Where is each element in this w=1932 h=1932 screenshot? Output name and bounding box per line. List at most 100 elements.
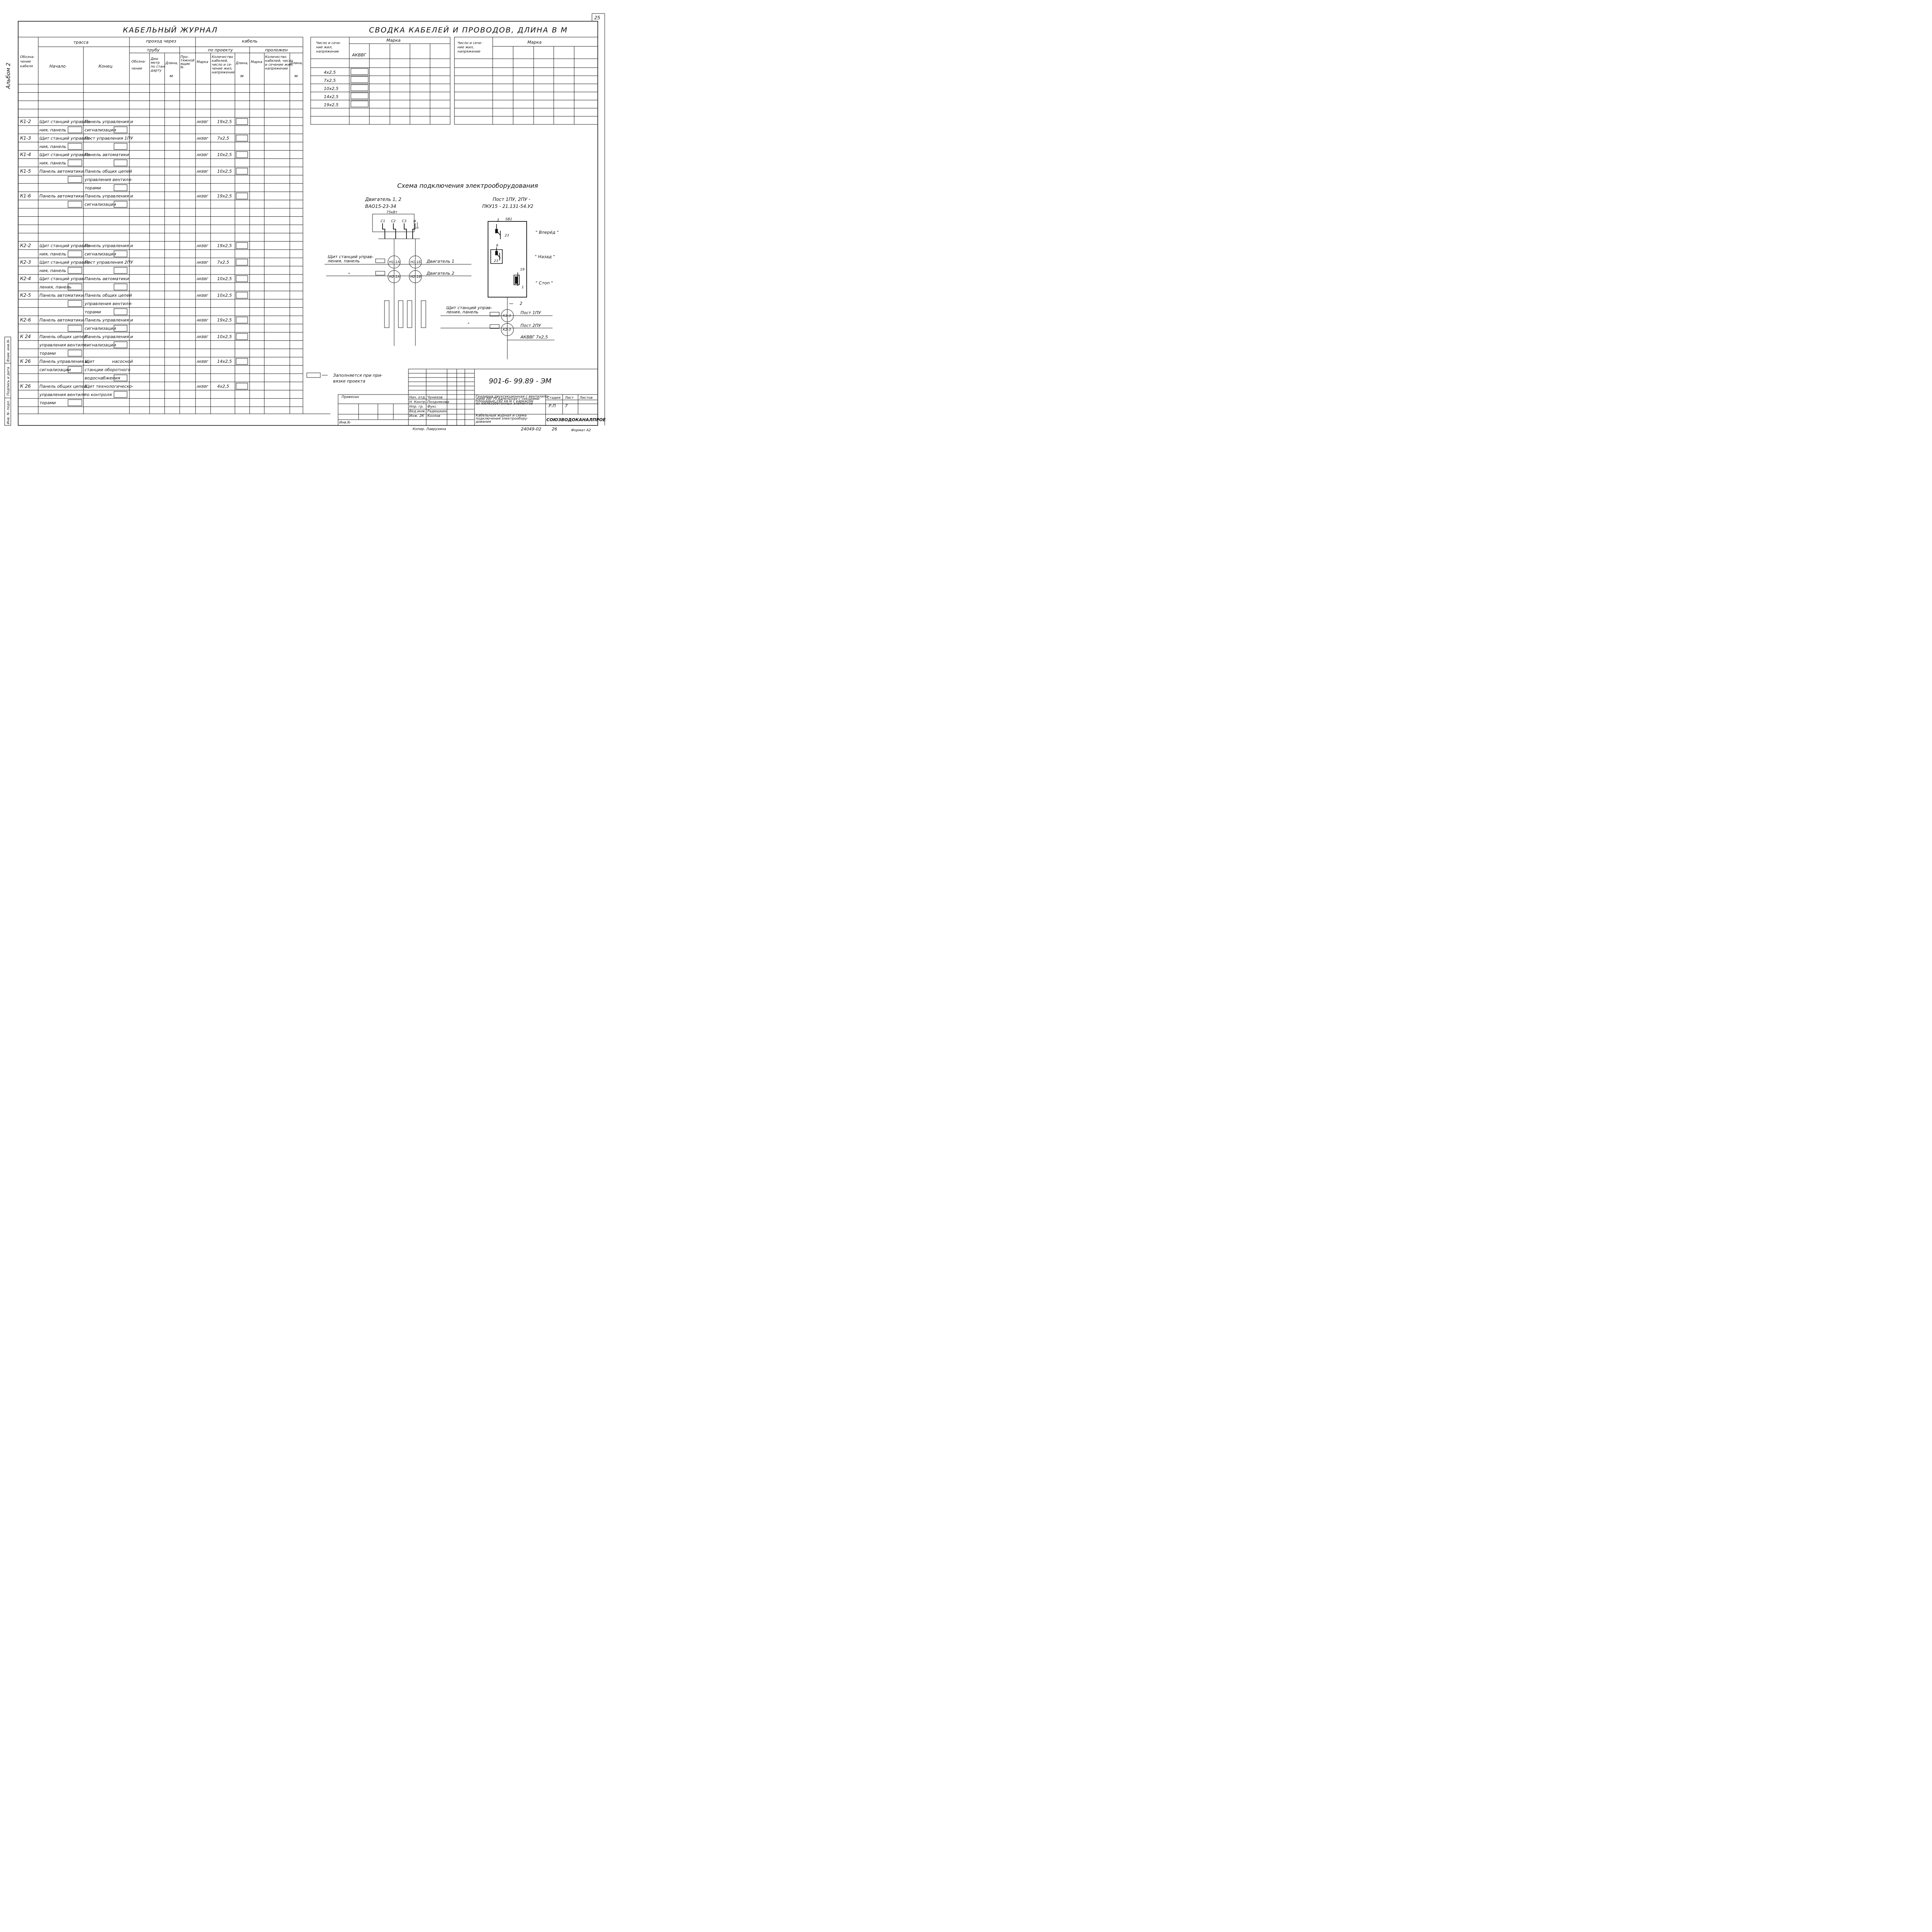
route-end-suffix: насосной <box>112 359 133 364</box>
summary-size: 7х2,5 <box>324 78 336 83</box>
route-end-line: сигнализации <box>85 326 116 331</box>
stamp-role: Нпр. гр. <box>409 405 423 409</box>
motor-terminal: N <box>413 219 416 223</box>
fill-in-box <box>114 143 128 150</box>
header-qty-project-line: Количество <box>212 55 233 59</box>
cable-id: К2-4 <box>20 276 31 281</box>
header-qty-laid-line: напряжение <box>265 67 288 71</box>
scheme-title: Схема подключения электрооборудования <box>397 182 538 189</box>
stamp-role: Инж. 2К <box>409 414 424 418</box>
post-title: Пост 1ПУ, 2ПУ - <box>493 197 530 202</box>
route-start-line: Панель автоматики <box>39 318 84 323</box>
header-length-1: Длина, <box>165 61 178 65</box>
fill-in-box <box>68 267 82 274</box>
stamp-name: Фукс <box>427 405 437 409</box>
fill-in-box <box>236 275 248 282</box>
route-start-line: Панель автоматики <box>39 293 84 298</box>
stamp-name: Позднякова <box>427 400 449 404</box>
side-sign: Подпись и дата <box>7 367 10 396</box>
route-end-line: Панель управления и <box>85 318 133 323</box>
header-length-3: Длина, <box>290 61 303 65</box>
contact-number: 1 <box>522 286 524 289</box>
sheet-title-line: дования <box>475 420 491 424</box>
motor-terminal: С1 <box>381 219 385 223</box>
header-qty-laid-line: кабелей, число <box>265 59 293 63</box>
panel-label-line: ления, панель <box>327 259 360 264</box>
project-description-line: площадью 192 кв.м с каркасом <box>476 400 533 403</box>
sheet-title-line: подключения электрообору- <box>476 417 528 421</box>
legend-line-1: Заполняется при при- <box>333 373 383 378</box>
cable-size: 19х2,5 <box>217 318 232 323</box>
header-qty-project-line: кабелей, <box>212 59 228 63</box>
post-model: ПКУ15 - 21.131-54.У2 <box>482 204 533 209</box>
cable-note: АКВВГ 7х2,5 <box>520 335 548 340</box>
cable-id: К1-4 <box>20 152 31 157</box>
summary-title: СВОДКА КАБЕЛЕЙ И ПРОВОДОВ, ДЛИНА В М <box>369 26 568 34</box>
cable-size: 19х2,5 <box>217 194 232 199</box>
fill-in-box <box>68 350 82 357</box>
journal-title: КАБЕЛЬНЫЙ ЖУРНАЛ <box>123 26 218 34</box>
fill-in-box <box>236 134 248 141</box>
cable-mark: АКВВГ <box>196 277 209 281</box>
header-pipe: трубу <box>147 48 160 53</box>
page-number: 25 <box>594 15 600 20</box>
k-circle-label: К1-3 <box>503 314 511 318</box>
header-box-line: N- <box>180 66 184 70</box>
fill-in-box <box>68 284 82 291</box>
header-cable: кабель <box>242 39 257 44</box>
fill-in-box <box>114 308 128 315</box>
header-designation-line: Обозна- <box>20 55 35 59</box>
post2-label: Пост 2ПУ <box>520 323 541 328</box>
route-start-line: торами <box>39 400 56 405</box>
cable-mark: АКВВГ <box>196 261 209 265</box>
route-end-line: Панель управления и <box>85 243 133 248</box>
route-end-line: Щит технологическо- <box>85 384 133 389</box>
header-mark-2: Марка <box>251 60 262 64</box>
ditto-mark-1: " <box>348 272 350 277</box>
legend-line-2: вязке проекта <box>333 379 366 384</box>
side-inv: Инв. N- подл. <box>7 400 10 424</box>
route-start-line: Щит станций управ- <box>39 276 85 281</box>
cable-size: 10х2,5 <box>217 169 232 174</box>
motor-terminal: С3 <box>402 219 406 223</box>
header-diameter-line: по стан- <box>151 65 166 69</box>
route-end-line: сигнализации <box>85 128 116 133</box>
cable-mark: АКВВГ <box>196 121 209 124</box>
header-qty-laid-line: и сечение жил, <box>265 63 293 67</box>
ditto-mark-2: " <box>468 322 469 327</box>
route-end-line: сигнализации <box>85 252 116 257</box>
drawing-code: 901-6- 99.89 - ЭМ <box>489 377 552 385</box>
route-end-line: Панель общих цепей <box>85 293 132 298</box>
route-start-line: ния, панель <box>39 252 66 257</box>
route-end-line: Панель управления и <box>85 194 133 199</box>
cable-mark: АКВВГ <box>196 245 209 248</box>
fill-in-box <box>236 292 248 299</box>
fill-in-box <box>114 341 128 348</box>
cable-mark: АКВВГ <box>196 170 209 174</box>
cable-size: 4х2,5 <box>217 384 229 389</box>
cable-size: 14х2,5 <box>217 359 232 364</box>
route-start-line: ления, панель <box>39 285 71 290</box>
route-end-line: Панель автоматики <box>85 152 129 157</box>
header-qty-project-line: число и се- <box>212 63 232 67</box>
route-start-line: ния, панель <box>39 268 66 273</box>
route-end-line: станции оборотного <box>85 367 131 372</box>
forward-label: " Вперёд " <box>536 230 559 235</box>
order-sheet: 26 <box>552 427 557 432</box>
fill-in-box <box>236 333 248 340</box>
drawing-sheet: 25 Альбом 2 КАБЕЛЬНЫЙ ЖУРНАЛ СВОДКА КАБЕ… <box>4 13 606 432</box>
fill-in-box <box>236 316 248 323</box>
route-start-line: сигнализации <box>39 367 71 372</box>
cable-mark: АКВВГ <box>196 360 209 364</box>
route-start-line: Щит станций управле- <box>39 243 90 248</box>
circle-label: Н2-1Б <box>410 275 421 279</box>
route-start-line: управления вентиля- <box>39 342 87 347</box>
route-end-line: Пост управления 1ПУ <box>85 136 133 141</box>
cable-mark: АКВВГ <box>196 385 209 389</box>
cable-id: К1-3 <box>20 135 31 141</box>
route-start-line: торами <box>39 351 56 356</box>
bound-label: Привязан <box>342 395 359 399</box>
stamp-role: Нач. отд. <box>409 396 426 400</box>
stage-value: Р.П <box>549 403 556 408</box>
fill-in-box <box>114 284 128 291</box>
